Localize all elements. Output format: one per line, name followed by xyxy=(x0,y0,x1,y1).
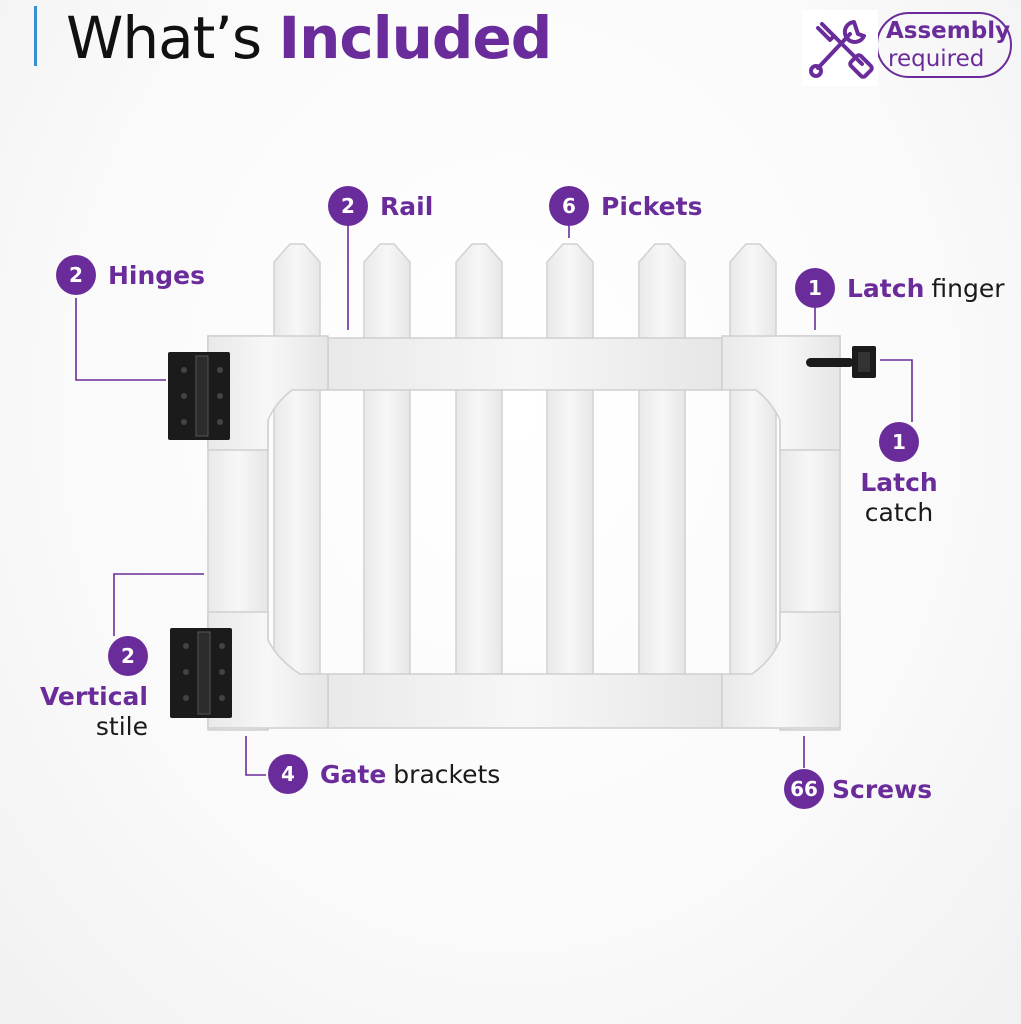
count-badge: 66 xyxy=(784,769,824,809)
leader-lines xyxy=(75,224,913,776)
bracket-bottom-left xyxy=(207,611,329,729)
title-part-2: Included xyxy=(278,4,552,72)
bracket-top-left xyxy=(207,335,329,451)
label-bold-text: Vertical xyxy=(39,682,148,711)
bottom-rail xyxy=(327,673,723,729)
count-badge: 2 xyxy=(56,255,96,295)
label-pickets: 6 Pickets xyxy=(549,186,702,226)
gate-pickets xyxy=(273,243,777,681)
label-hinges: 2 Hinges xyxy=(56,255,205,295)
picket-3 xyxy=(455,243,503,681)
leader-latch-catch xyxy=(880,359,913,422)
label-regular-text: stile xyxy=(95,712,148,741)
top-rail xyxy=(327,337,723,391)
assembly-required-badge: Assembly required xyxy=(800,10,1014,86)
hinge-bottom xyxy=(170,628,232,718)
count-badge: 2 xyxy=(108,636,148,676)
label-screws: 66 Screws xyxy=(784,769,932,809)
title-part-1: What’s xyxy=(66,4,262,72)
picket-2 xyxy=(363,243,411,681)
hinge-top xyxy=(168,352,230,440)
label-bold-text: Screws xyxy=(832,774,933,804)
assembly-line-1: Assembly xyxy=(886,18,1011,44)
label-latch-finger: 1 Latch finger xyxy=(795,268,1005,308)
leader-gate-brackets xyxy=(245,736,266,776)
label-latch-catch: 1 Latch catch xyxy=(850,422,948,528)
picket-4 xyxy=(546,243,594,681)
bracket-bottom-right xyxy=(721,611,841,729)
label-bold-text: Pickets xyxy=(601,191,703,221)
picket-5 xyxy=(638,243,686,681)
count-badge: 1 xyxy=(795,268,835,308)
count-badge: 6 xyxy=(549,186,589,226)
label-regular-text: finger xyxy=(931,273,1005,303)
leader-vertical-stile xyxy=(113,573,204,636)
leader-hinges xyxy=(75,298,166,381)
wrench-screwdriver-icon xyxy=(802,10,878,86)
count-badge: 1 xyxy=(879,422,919,462)
count-badge: 2 xyxy=(328,186,368,226)
label-bold-text: Gate xyxy=(320,759,387,789)
label-bold-text: Latch xyxy=(860,468,938,497)
label-regular-text: brackets xyxy=(393,759,501,789)
latch xyxy=(806,346,876,378)
label-gate-brackets: 4 Gate brackets xyxy=(268,754,500,794)
label-rail: 2 Rail xyxy=(328,186,433,226)
title-accent-bar xyxy=(34,6,37,66)
picket-1 xyxy=(273,243,321,681)
label-bold-text: Rail xyxy=(380,191,434,221)
assembly-line-2: required xyxy=(888,46,985,72)
label-vertical-stile: 2 Vertical stile xyxy=(24,636,148,742)
label-bold-text: Latch xyxy=(847,273,925,303)
page-title: What’s Included xyxy=(66,0,552,76)
hardware xyxy=(168,346,876,718)
picket-6 xyxy=(729,243,777,681)
gate-frame xyxy=(207,335,841,731)
label-bold-text: Hinges xyxy=(108,260,206,290)
count-badge: 4 xyxy=(268,754,308,794)
label-regular-text: catch xyxy=(864,498,934,527)
